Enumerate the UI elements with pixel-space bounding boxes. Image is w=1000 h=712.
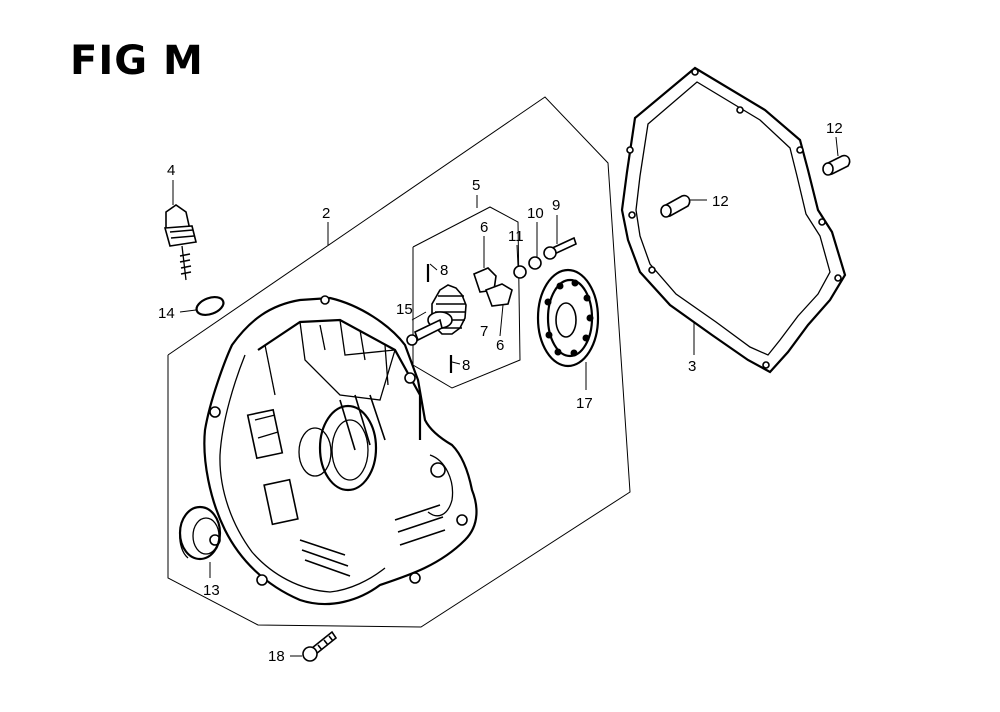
callout-18: 18: [268, 648, 285, 665]
cover-gasket: [620, 66, 847, 374]
callout-14: 14: [158, 305, 175, 322]
o-ring: [179, 295, 225, 317]
callout-3: 3: [688, 358, 696, 375]
callout-8a: 8: [440, 262, 448, 279]
oil-filler-cap: [163, 180, 197, 281]
ball-bearing: [536, 268, 600, 390]
callout-12b: 12: [826, 120, 843, 137]
callout-13: 13: [203, 582, 220, 599]
oil-pump-gear: [406, 195, 577, 373]
callout-2: 2: [322, 205, 330, 222]
assembly-outline: [167, 96, 631, 628]
figure-title: FIG M: [70, 38, 204, 84]
callout-8b: 8: [462, 357, 470, 374]
callout-12a: 12: [712, 193, 729, 210]
callout-6a: 6: [480, 219, 488, 236]
callout-4: 4: [167, 162, 175, 179]
dowel-pins: [660, 136, 851, 218]
callout-9: 9: [552, 197, 560, 214]
callout-10: 10: [527, 205, 544, 222]
callout-5: 5: [472, 177, 480, 194]
oil-seal: [178, 505, 222, 578]
callout-11: 11: [508, 228, 524, 245]
callout-17: 17: [576, 395, 593, 412]
callout-6b: 6: [496, 337, 504, 354]
flange-bolt: [290, 630, 338, 662]
callout-7: 7: [480, 323, 488, 340]
crankcase-cover: [203, 295, 478, 606]
callout-15: 15: [396, 301, 413, 318]
